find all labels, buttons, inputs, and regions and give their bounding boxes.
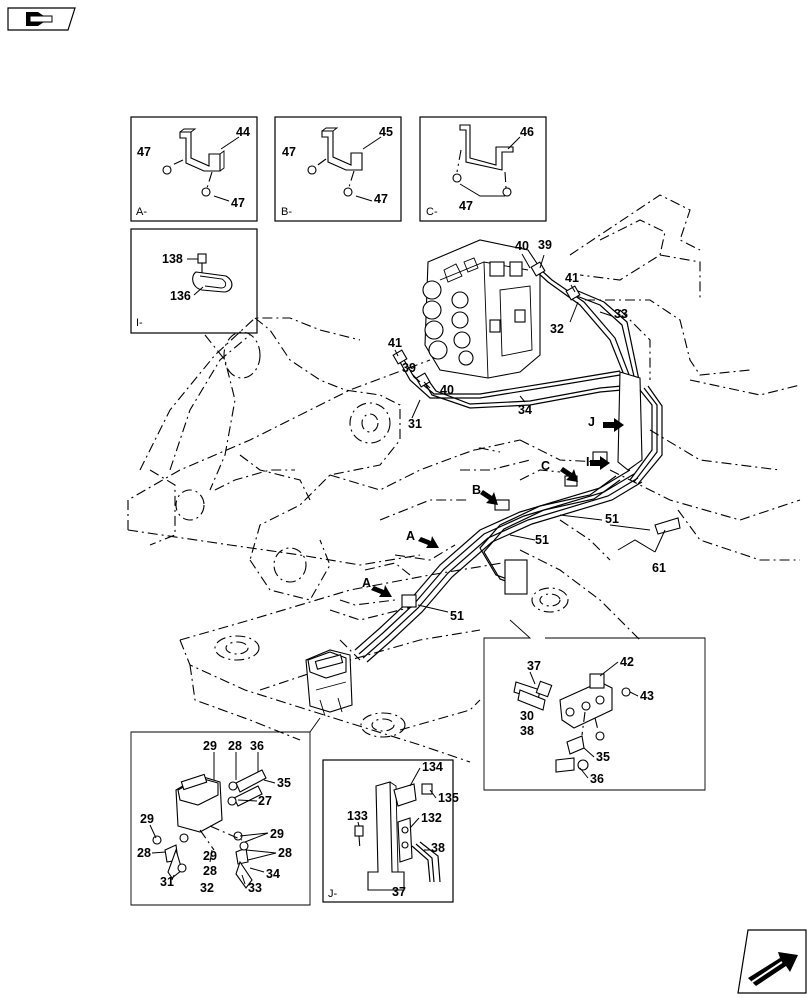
callout-41: 41 xyxy=(388,336,402,350)
callout-134: 134 xyxy=(422,760,443,774)
callout-36: 36 xyxy=(590,772,604,786)
arrow-label-a: A xyxy=(406,529,415,543)
callout-31: 31 xyxy=(160,875,174,889)
callout-44: 44 xyxy=(236,125,250,139)
section-arrows xyxy=(371,418,624,597)
callout-47: 47 xyxy=(137,145,151,159)
callout-33: 33 xyxy=(614,307,628,321)
callout-132: 132 xyxy=(421,811,442,825)
callout-46: 46 xyxy=(520,125,534,139)
view-label-a: A- xyxy=(136,206,147,218)
callout-40: 40 xyxy=(440,383,454,397)
callout-34: 34 xyxy=(266,867,280,881)
upper-frame-outline xyxy=(127,194,801,601)
detail-view-d xyxy=(483,619,706,791)
arrow-label-a: A xyxy=(362,576,371,590)
arrow-label-c: C xyxy=(541,459,550,473)
callout-28: 28 xyxy=(228,739,242,753)
detail-leader-lines xyxy=(149,661,639,885)
callout-37: 37 xyxy=(527,659,541,673)
callout-47: 47 xyxy=(459,199,473,213)
callout-51: 51 xyxy=(450,609,464,623)
detail-view-a xyxy=(130,116,258,222)
callout-33: 33 xyxy=(248,881,262,895)
callout-27: 27 xyxy=(258,794,272,808)
callout-38: 38 xyxy=(431,841,445,855)
detail-view-l xyxy=(130,717,321,906)
callout-51: 51 xyxy=(605,512,619,526)
detail-view-b xyxy=(274,116,402,222)
callout-35: 35 xyxy=(277,776,291,790)
detail-view-i xyxy=(130,228,258,334)
callout-40: 40 xyxy=(515,239,529,253)
callout-32: 32 xyxy=(550,322,564,336)
view-label-c: C- xyxy=(426,206,438,218)
callout-37: 37 xyxy=(392,885,406,899)
callout-61: 61 xyxy=(652,561,666,575)
arrow-label-j: J xyxy=(588,415,595,429)
callout-133: 133 xyxy=(347,809,368,823)
pilot-valve xyxy=(305,649,353,717)
callout-38: 38 xyxy=(520,724,534,738)
callout-39: 39 xyxy=(538,238,552,252)
callout-34: 34 xyxy=(518,403,532,417)
callout-28: 28 xyxy=(203,864,217,878)
callout-47: 47 xyxy=(374,192,388,206)
callout-31: 31 xyxy=(408,417,422,431)
callout-35: 35 xyxy=(596,750,610,764)
bracket-right xyxy=(609,517,681,535)
callout-28: 28 xyxy=(278,846,292,860)
callout-29: 29 xyxy=(203,849,217,863)
callout-30: 30 xyxy=(520,709,534,723)
nav-forward-icon[interactable] xyxy=(737,929,807,994)
callout-29: 29 xyxy=(203,739,217,753)
view-label-i: I- xyxy=(136,317,143,329)
arrow-label-i: I xyxy=(586,455,589,469)
callout-43: 43 xyxy=(640,689,654,703)
control-valve xyxy=(422,239,541,379)
callout-136: 136 xyxy=(170,289,191,303)
callout-39: 39 xyxy=(402,361,416,375)
view-label-b: B- xyxy=(281,206,292,218)
callout-138: 138 xyxy=(162,252,183,266)
nav-back-icon[interactable] xyxy=(7,7,76,31)
callout-42: 42 xyxy=(620,655,634,669)
arrow-label-b: B xyxy=(472,483,481,497)
detail-view-j xyxy=(322,759,454,903)
callout-41: 41 xyxy=(565,271,579,285)
callout-45: 45 xyxy=(379,125,393,139)
callout-labels: 44 47 47 A- 45 47 47 B- 46 47 C- 138 136… xyxy=(136,125,666,900)
view-label-j: J- xyxy=(328,888,338,900)
callout-29: 29 xyxy=(270,827,284,841)
callout-29: 29 xyxy=(140,812,154,826)
callout-51: 51 xyxy=(535,533,549,547)
leader-lines xyxy=(394,253,666,613)
detail-view-c xyxy=(419,116,547,222)
hoses xyxy=(354,261,663,663)
callout-32: 32 xyxy=(200,881,214,895)
callout-36: 36 xyxy=(250,739,264,753)
callout-47: 47 xyxy=(282,145,296,159)
callout-28: 28 xyxy=(137,846,151,860)
callout-47: 47 xyxy=(231,196,245,210)
callout-135: 135 xyxy=(438,791,459,805)
